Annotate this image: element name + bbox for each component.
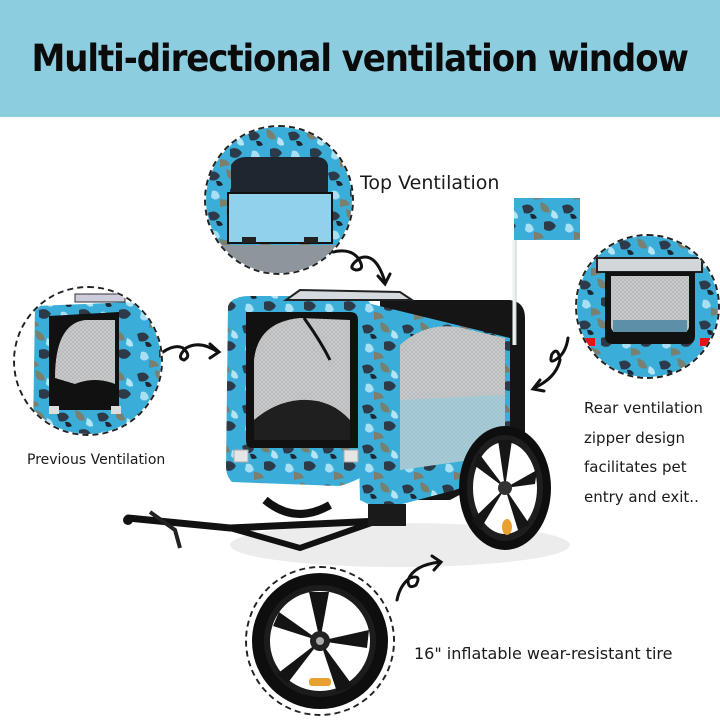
front-mesh-window-icon — [15, 288, 161, 434]
banner-title: Multi-directional ventilation window — [31, 37, 689, 80]
rear-ventilation-inset — [575, 234, 720, 379]
rear-label-line: zipper design — [584, 428, 686, 447]
top-mesh-window-icon — [206, 127, 352, 273]
rear-zipper-door-icon — [577, 236, 718, 377]
top-ventilation-label: Top Ventilation — [360, 172, 500, 194]
rear-ventilation-label: Rear ventilation zipper design facilitat… — [584, 394, 703, 512]
rear-label-line: Rear ventilation — [584, 399, 703, 417]
rear-label-line: facilitates pet — [584, 458, 687, 476]
tire-label: 16" inflatable wear-resistant tire — [414, 644, 673, 663]
tire-inset — [245, 566, 395, 716]
wheel-icon — [247, 568, 393, 714]
header-banner: Multi-directional ventilation window — [0, 0, 720, 117]
top-ventilation-inset — [204, 125, 354, 275]
previous-ventilation-inset — [13, 286, 163, 436]
rear-label-line: entry and exit.. — [584, 487, 699, 506]
previous-ventilation-label: Previous Ventilation — [27, 452, 166, 468]
